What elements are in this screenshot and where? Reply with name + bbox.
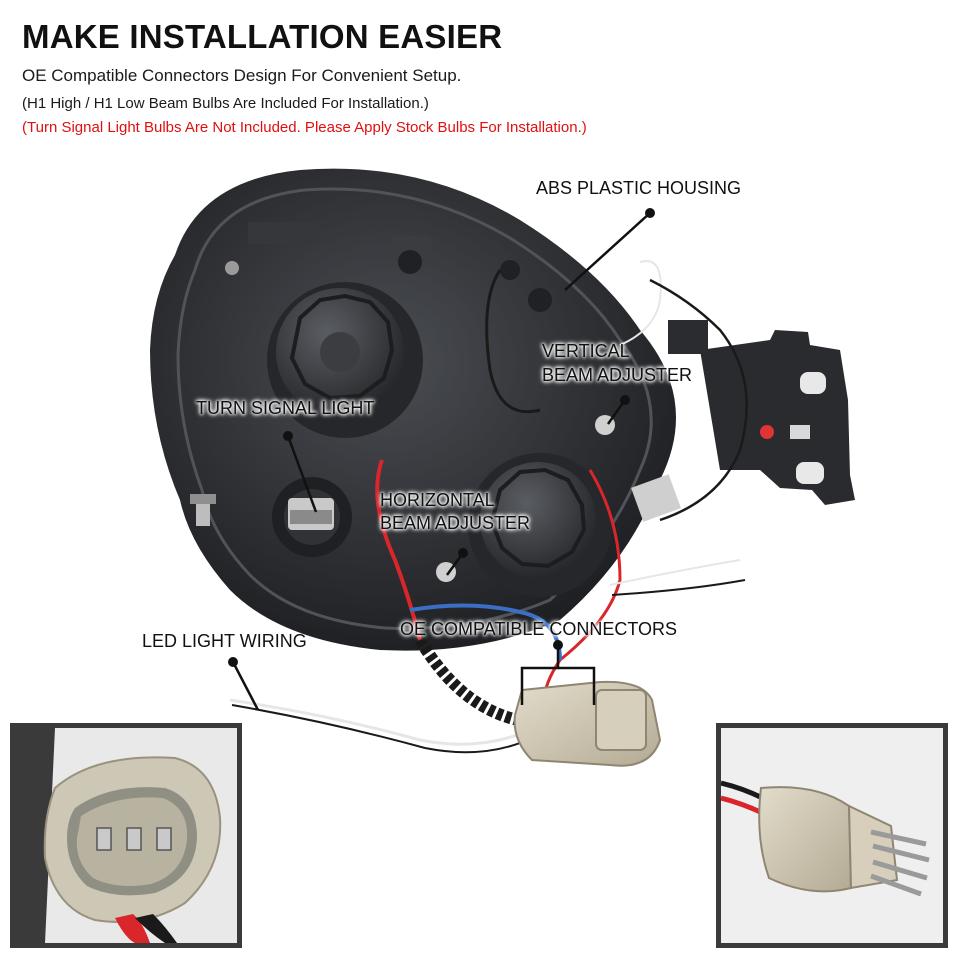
oe-connector	[513, 680, 662, 767]
subtitle-bulbs-warning: (Turn Signal Light Bulbs Are Not Include…	[22, 119, 587, 136]
callout-horizontal-adjuster-line1: HORIZONTAL	[380, 490, 495, 510]
lower-bulb-cap	[468, 453, 612, 597]
callout-vertical-adjuster-line2: BEAM ADJUSTER	[542, 365, 693, 385]
connector-closeup-image	[15, 728, 237, 943]
callout-abs-housing: ABS PLASTIC HOUSING	[536, 178, 742, 198]
wiring-harness	[229, 459, 746, 754]
page-title: MAKE INSTALLATION EASIER	[22, 18, 503, 55]
callout-turn-signal: TURN SIGNAL LIGHT	[196, 398, 375, 418]
callout-leaders	[228, 208, 655, 711]
callout-vertical-adjuster-line1: VERTICAL	[542, 341, 630, 361]
bulb-closeup-inset	[716, 723, 948, 948]
subtitle-connectors: OE Compatible Connectors Design For Conv…	[22, 66, 462, 85]
mounting-bracket	[700, 330, 855, 505]
callout-oe-connectors: OE COMPATIBLE CONNECTORS	[400, 619, 678, 639]
bulb-closeup-image	[721, 728, 943, 943]
upper-bulb-cap	[267, 282, 423, 438]
connector-closeup-inset	[10, 723, 242, 948]
subtitle-bulbs-included: (H1 High / H1 Low Beam Bulbs Are Include…	[22, 95, 429, 112]
callout-horizontal-adjuster-line2: BEAM ADJUSTER	[380, 513, 531, 533]
horizontal-adjuster-screw	[436, 562, 456, 582]
side-wires	[485, 260, 748, 522]
callout-led-wiring: LED LIGHT WIRING	[142, 631, 307, 651]
turn-signal-socket	[272, 477, 352, 557]
